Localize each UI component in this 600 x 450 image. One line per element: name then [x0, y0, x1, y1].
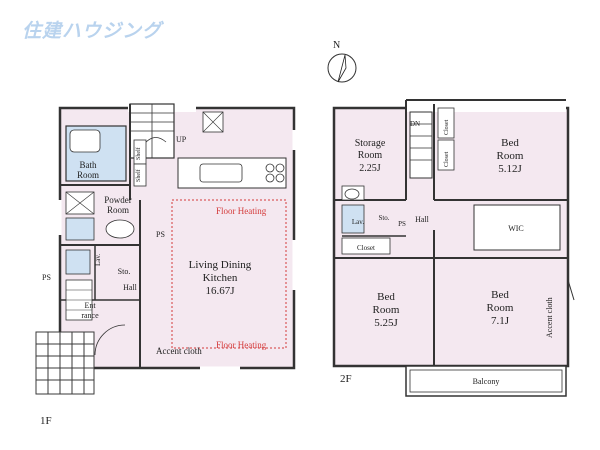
floor-1-label: 1F	[40, 415, 52, 427]
powder-room-label-2: Room	[107, 205, 129, 215]
up-label: UP	[176, 135, 187, 144]
closet-label-3: Closet	[357, 244, 375, 252]
lav-label-2f: Lav.	[352, 218, 364, 226]
compass-north-label: N	[333, 40, 340, 51]
entrance-porch-tiles	[35, 331, 95, 395]
bed-se-label-1: Bed	[491, 289, 509, 301]
bed-se-label-2: Room	[487, 302, 514, 314]
storage-label-1: Storage	[355, 138, 386, 149]
washbasin	[65, 217, 95, 241]
bed-sw-label-2: Room	[373, 304, 400, 316]
shelf-label-1: Shelf	[135, 147, 142, 160]
dn-label: DN	[410, 120, 420, 128]
storage-label-size: 2.25J	[359, 163, 381, 174]
floor-2-plan: Storage Room 2.25J Bed Room 5.12J Bed Ro…	[332, 99, 575, 397]
bed-ne-label-1: Bed	[501, 137, 519, 149]
bed-ne-label-size: 5.12J	[498, 163, 522, 175]
storage-label-2: Room	[358, 150, 383, 161]
entrance-label-1: Ent	[84, 301, 96, 310]
accent-cloth-label-1f: Accent cloth	[156, 346, 202, 356]
ps-label-2: PS	[42, 273, 51, 282]
powder-room-label-1: Powder	[104, 195, 132, 205]
floor-heating-bottom-label: Floor Heating	[216, 340, 267, 350]
lav-1f	[65, 249, 91, 275]
bed-ne-label-2: Room	[497, 150, 524, 162]
floor-heating-zone	[171, 199, 287, 349]
bath-room-label-2: Room	[77, 170, 99, 180]
closet-2f-1	[437, 107, 455, 139]
ps-label-2f: PS	[398, 220, 406, 228]
closet-label-1: Closet	[444, 119, 450, 135]
shelf-label-2: Shelf	[135, 169, 142, 182]
accent-cloth-label-2f: Accent cloth	[545, 297, 554, 338]
closet-2f-2	[437, 139, 455, 171]
kitchen-sink	[199, 163, 243, 183]
balcony	[405, 365, 567, 397]
floor-heating-top-label: Floor Heating	[216, 206, 267, 216]
bed-se-label-size: 7.1J	[491, 315, 510, 327]
ps-label-1: PS	[156, 230, 165, 239]
closet-label-2: Closet	[444, 151, 450, 167]
balcony-label: Balcony	[473, 377, 500, 386]
brand-logo: 住建ハウジング	[22, 21, 163, 42]
north-compass: N	[327, 40, 357, 83]
ldk-label-2: Kitchen	[203, 272, 238, 284]
entrance-label-2: rance	[81, 311, 99, 320]
bed-sw-label-size: 5.25J	[374, 317, 398, 329]
sto-label-2f: Sto.	[378, 214, 389, 222]
lav-2f	[341, 204, 365, 234]
ldk-label-1: Living Dining	[189, 259, 252, 271]
lav-label-1f: Lav.	[94, 254, 102, 266]
toilet-1f	[105, 219, 135, 239]
hall-label-2f: Hall	[415, 215, 430, 224]
walk-in-closet	[473, 204, 561, 251]
ldk-label-size: 16.67J	[205, 285, 235, 297]
bath-room-label-1: Bath	[80, 160, 97, 170]
floor-2-label: 2F	[340, 373, 352, 385]
shelf-2	[133, 163, 147, 187]
wic-label: WIC	[508, 224, 524, 233]
sto-label-1f: Sto.	[118, 267, 131, 276]
bed-sw-label-1: Bed	[377, 291, 395, 303]
closet-2f-3	[341, 237, 391, 255]
hall-label-1f: Hall	[123, 283, 138, 292]
floor-1-plan: Bath Room Powder Room Living Dining Kitc…	[35, 100, 296, 427]
